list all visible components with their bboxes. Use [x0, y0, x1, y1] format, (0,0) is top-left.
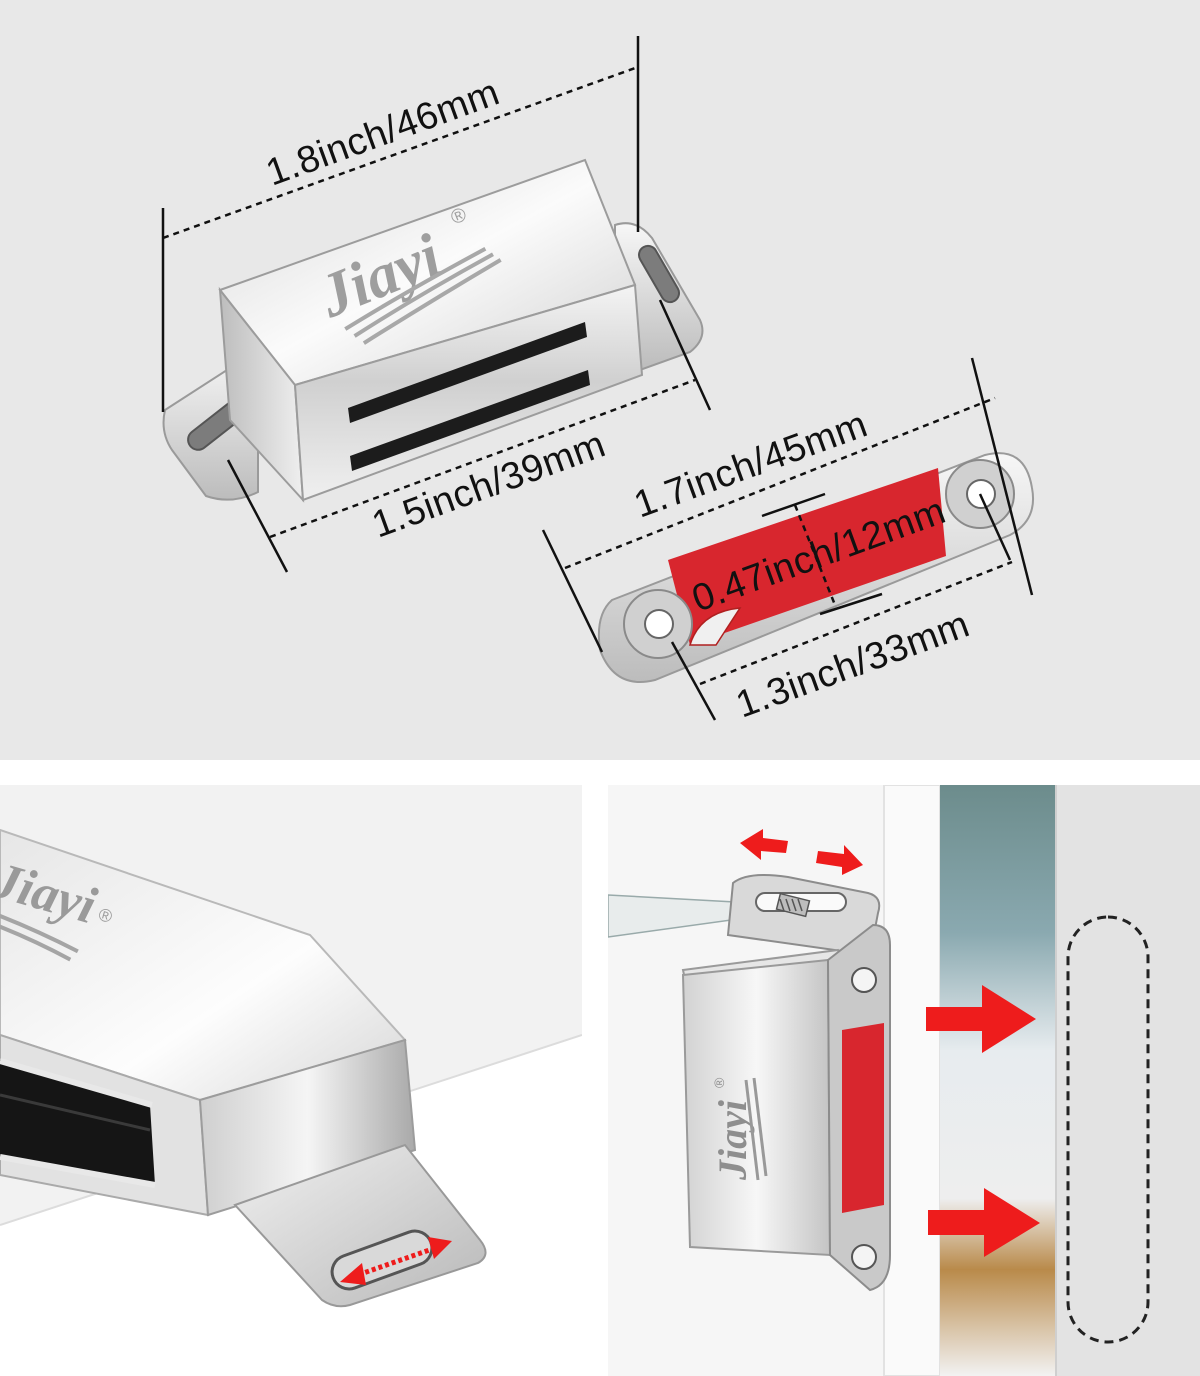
double-headed-arrow-icon — [340, 1237, 452, 1285]
installation-illustration: Jiayi ® — [608, 785, 1200, 1376]
install-brand-wordmark: Jiayi — [710, 1100, 755, 1181]
screw — [775, 892, 811, 918]
door-panel — [1056, 785, 1200, 1376]
closeup-registered-mark: ® — [96, 904, 114, 927]
closeup-illustration: Jiayi ® — [0, 828, 582, 1376]
installation-panel: Jiayi ® — [608, 785, 1200, 1376]
strike-plate — [597, 452, 1034, 683]
catch-magnet-slot-upper — [348, 322, 587, 423]
magnet-catch: Jiayi ® — [162, 158, 704, 503]
install-brand-logo: Jiayi ® — [710, 1077, 768, 1181]
dimension-lines — [161, 36, 1034, 721]
closeup-flange — [233, 1143, 487, 1308]
plate-hole-left — [644, 609, 674, 639]
closeup-box-end — [198, 1038, 417, 1217]
closeup-magnet — [0, 1060, 155, 1185]
catch-magnet-slot-lower — [350, 370, 590, 471]
dimension-catch-length: 1.8inch/46mm — [261, 71, 505, 194]
dashed-rounded-rect-icon — [1066, 915, 1150, 1344]
double-headed-arrow-icon — [740, 829, 863, 875]
adhesive-peel-corner — [688, 607, 742, 646]
blurred-background — [940, 785, 1056, 1376]
catch-right-slot — [638, 244, 680, 304]
install-hole-upper — [851, 967, 877, 993]
cabinet-edge — [883, 785, 941, 1376]
install-adhesive-pad — [842, 1023, 884, 1213]
install-hole-lower — [851, 1244, 877, 1270]
dimensions-panel: Jiayi ® — [0, 0, 1200, 760]
right-arrow-icon — [926, 985, 1040, 1257]
closeup-panel: Jiayi ® — [0, 785, 582, 1376]
adhesive-pad — [668, 468, 946, 645]
install-registered-mark: ® — [711, 1077, 727, 1088]
dimensions-illustration: Jiayi ® — [161, 36, 1034, 726]
